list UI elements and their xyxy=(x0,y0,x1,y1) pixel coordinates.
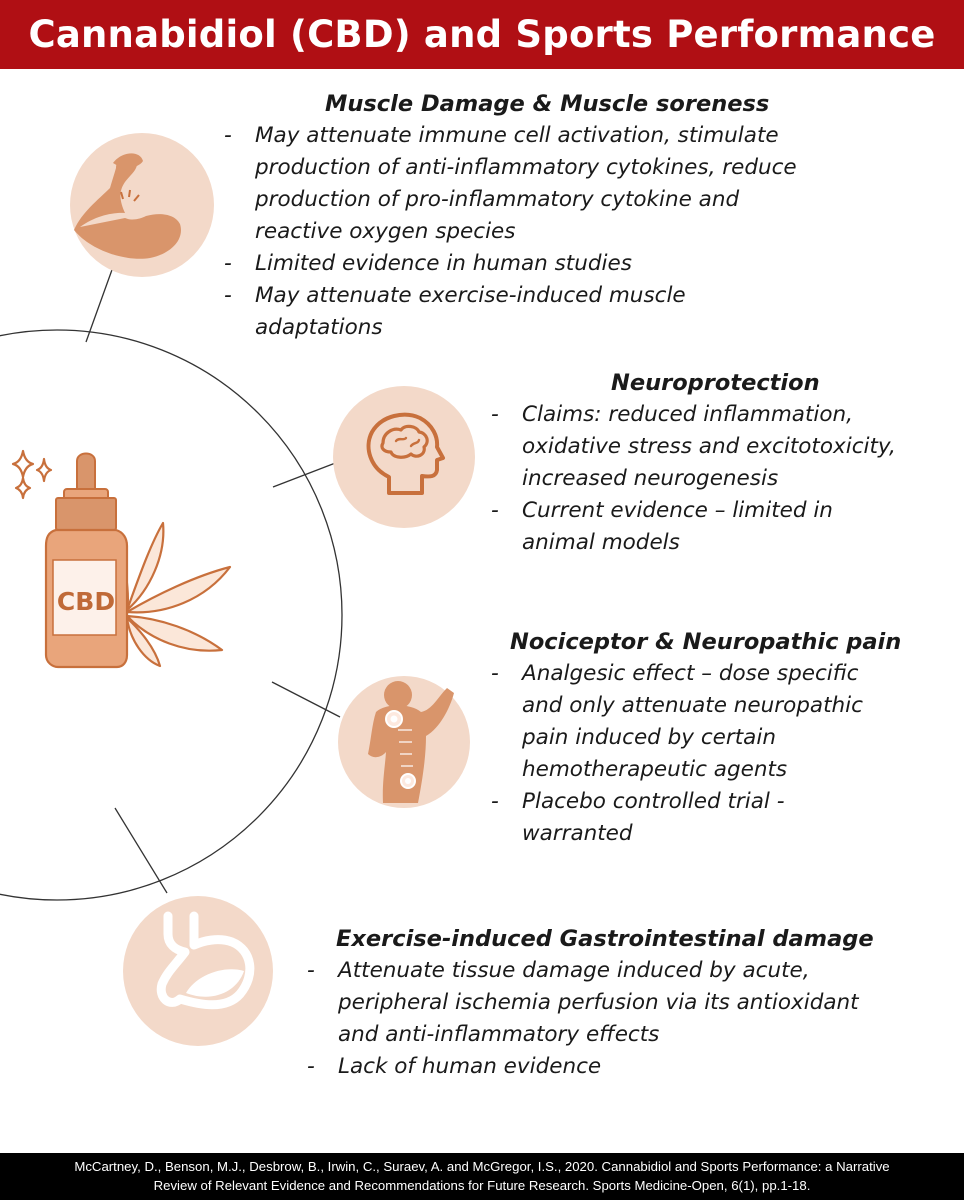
connector-line xyxy=(114,807,168,894)
bullet-item: Analgesic effect – dose specific xyxy=(491,658,961,690)
icon-circle-gi xyxy=(123,896,273,1046)
diagram-canvas: CBD xyxy=(0,133,475,1046)
connector-line xyxy=(85,266,114,343)
bullet-continuation: oxidative stress and excitotoxicity, xyxy=(522,434,896,459)
citation-footer: McCartney, D., Benson, M.J., Desbrow, B.… xyxy=(0,1153,964,1200)
section-muscle-damage: Muscle Damage & Muscle soreness May atte… xyxy=(224,89,954,344)
bullet-continuation: reactive oxygen species xyxy=(255,219,516,244)
central-circle xyxy=(0,329,343,901)
bullet-item: Placebo controlled trial - xyxy=(491,786,961,818)
page-title: Cannabidiol (CBD) and Sports Performance xyxy=(28,13,936,56)
bullet-continuation: hemotherapeutic agents xyxy=(522,757,788,782)
bullet-continuation: production of anti-inflammatory cytokine… xyxy=(255,155,797,180)
bullet-continuation: increased neurogenesis xyxy=(522,466,779,491)
bullet-item: May attenuate exercise-induced muscle xyxy=(224,280,954,312)
bullet-continuation: pain induced by certain xyxy=(522,725,776,750)
section-nociceptor-pain: Nociceptor & Neuropathic pain Analgesic … xyxy=(491,627,961,850)
bullet-item: Attenuate tissue damage induced by acute… xyxy=(307,955,957,987)
cannabis-leaf-icon xyxy=(114,521,232,668)
section-heading: Exercise-induced Gastrointestinal damage xyxy=(336,926,874,952)
cbd-bottle-icon xyxy=(44,452,129,669)
section-gi-damage: Exercise-induced Gastrointestinal damage… xyxy=(307,924,957,1083)
sparkle-icon xyxy=(11,449,53,500)
bullet-item: May attenuate immune cell activation, st… xyxy=(224,120,954,152)
bullet-continuation: animal models xyxy=(522,530,680,555)
bullet-continuation: production of pro-inflammatory cytokine … xyxy=(255,187,740,212)
bullet-continuation: and only attenuate neuropathic xyxy=(522,693,863,718)
bullet-continuation: warranted xyxy=(522,821,633,846)
section-heading: Nociceptor & Neuropathic pain xyxy=(510,629,902,655)
back-neck-pain-icon xyxy=(368,681,454,803)
brain-head-icon xyxy=(366,412,445,495)
citation-line: Review of Relevant Evidence and Recommen… xyxy=(153,1178,811,1193)
citation-line: McCartney, D., Benson, M.J., Desbrow, B.… xyxy=(74,1159,890,1174)
section-heading: Muscle Damage & Muscle soreness xyxy=(325,91,770,117)
title-banner: Cannabidiol (CBD) and Sports Performance xyxy=(0,0,964,69)
bullet-continuation: and anti-inflammatory effects xyxy=(338,1022,660,1047)
stomach-icon xyxy=(156,911,255,1010)
bullet-item: Lack of human evidence xyxy=(307,1051,957,1083)
bullet-item: Claims: reduced inflammation, xyxy=(491,399,961,431)
bullet-continuation: adaptations xyxy=(255,315,383,340)
connector-line xyxy=(272,461,339,488)
flexed-bicep-icon xyxy=(74,153,181,259)
bullet-item: Current evidence – limited in xyxy=(491,495,961,527)
bullet-item: Limited evidence in human studies xyxy=(224,248,954,280)
bottle-label: CBD xyxy=(57,587,115,616)
section-neuroprotection: Neuroprotection Claims: reduced inflamma… xyxy=(491,368,961,559)
section-heading: Neuroprotection xyxy=(611,370,820,396)
connector-line xyxy=(271,681,341,718)
bullet-continuation: peripheral ischemia perfusion via its an… xyxy=(338,990,859,1015)
